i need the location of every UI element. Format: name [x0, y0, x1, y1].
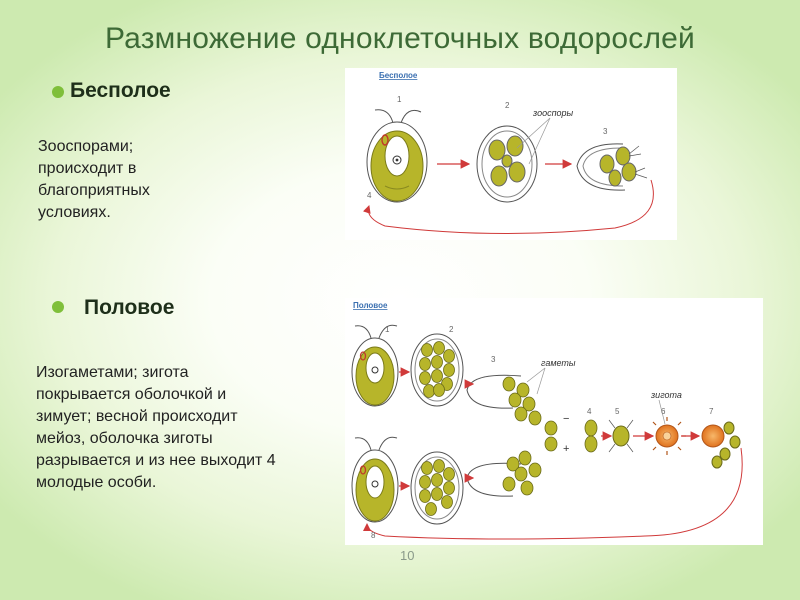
stage-number: 3	[603, 127, 608, 136]
sexual-diagram: Половое 1 2 3 гаметы	[351, 301, 743, 540]
sexual-heading: Половое	[84, 296, 175, 319]
released-gametes-top	[466, 374, 542, 426]
page-number: 10	[400, 548, 415, 563]
slide-title: Размножение одноклеточных водорослей	[104, 22, 696, 55]
text-line: мейоз, оболочка зиготы	[36, 430, 213, 447]
asexual-heading: Бесполое	[70, 79, 171, 102]
stage-number: 6	[661, 407, 666, 416]
stage-number: 2	[449, 325, 454, 334]
stage-number: 3	[491, 355, 496, 364]
minus-sign: −	[563, 413, 569, 425]
gametangium-top	[410, 333, 464, 407]
resting-zygote	[648, 417, 686, 455]
gametangium-bottom	[410, 451, 464, 525]
text-line: молодые особи.	[36, 474, 157, 491]
bullet-icon	[52, 301, 64, 313]
stage-number: 2	[505, 101, 510, 110]
text-line: благоприятных	[38, 182, 150, 199]
plasmogamy-stage	[584, 419, 598, 453]
text-line: условиях.	[38, 204, 111, 221]
mother-cell	[366, 109, 428, 203]
sexual-diagram-panel: Половое 1 2 3 гаметы	[345, 298, 763, 545]
text-line: зимует; весной происходит	[36, 408, 238, 425]
mother-cell-bottom	[351, 436, 399, 523]
text-line: Зооспорами;	[38, 138, 134, 155]
stage-number: 7	[709, 407, 714, 416]
sexual-description: Изогаметами; зигота покрывается оболочко…	[36, 362, 276, 494]
text-line: происходит в	[38, 160, 137, 177]
quadriflagellate-zygote	[608, 419, 634, 453]
text-line: Изогаметами; зигота	[36, 364, 189, 381]
zygote-label: зигота	[650, 390, 682, 400]
stage-number: 4	[367, 191, 372, 200]
stage-number: 4	[587, 407, 592, 416]
released-gametes-bottom	[466, 450, 542, 497]
mother-cell-top	[351, 324, 399, 407]
gametes-label: гаметы	[541, 358, 576, 368]
stage-number: 1	[385, 325, 390, 334]
asexual-diagram-panel: Бесполое 1 2 зооспоры 3	[345, 68, 677, 240]
text-line: разрывается и из нее выходит 4	[36, 452, 276, 469]
diagram-title: Половое	[353, 301, 388, 310]
zoospores-label: зооспоры	[532, 108, 574, 118]
released-zoospores	[576, 143, 648, 191]
stage-number: 5	[615, 407, 620, 416]
asexual-diagram: Бесполое 1 2 зооспоры 3	[362, 71, 654, 235]
plus-sign: +	[563, 443, 569, 455]
fusing-gametes	[544, 420, 558, 452]
stage-number: 1	[397, 95, 402, 104]
bullet-icon	[52, 86, 64, 98]
diagram-title: Бесполое	[379, 71, 418, 80]
stage-number: 8	[371, 531, 376, 540]
sporangium	[476, 125, 538, 203]
asexual-description: Зооспорами; происходит в благоприятных у…	[38, 136, 150, 224]
germinating-zygote	[701, 421, 741, 469]
text-line: покрывается оболочкой и	[36, 386, 227, 403]
